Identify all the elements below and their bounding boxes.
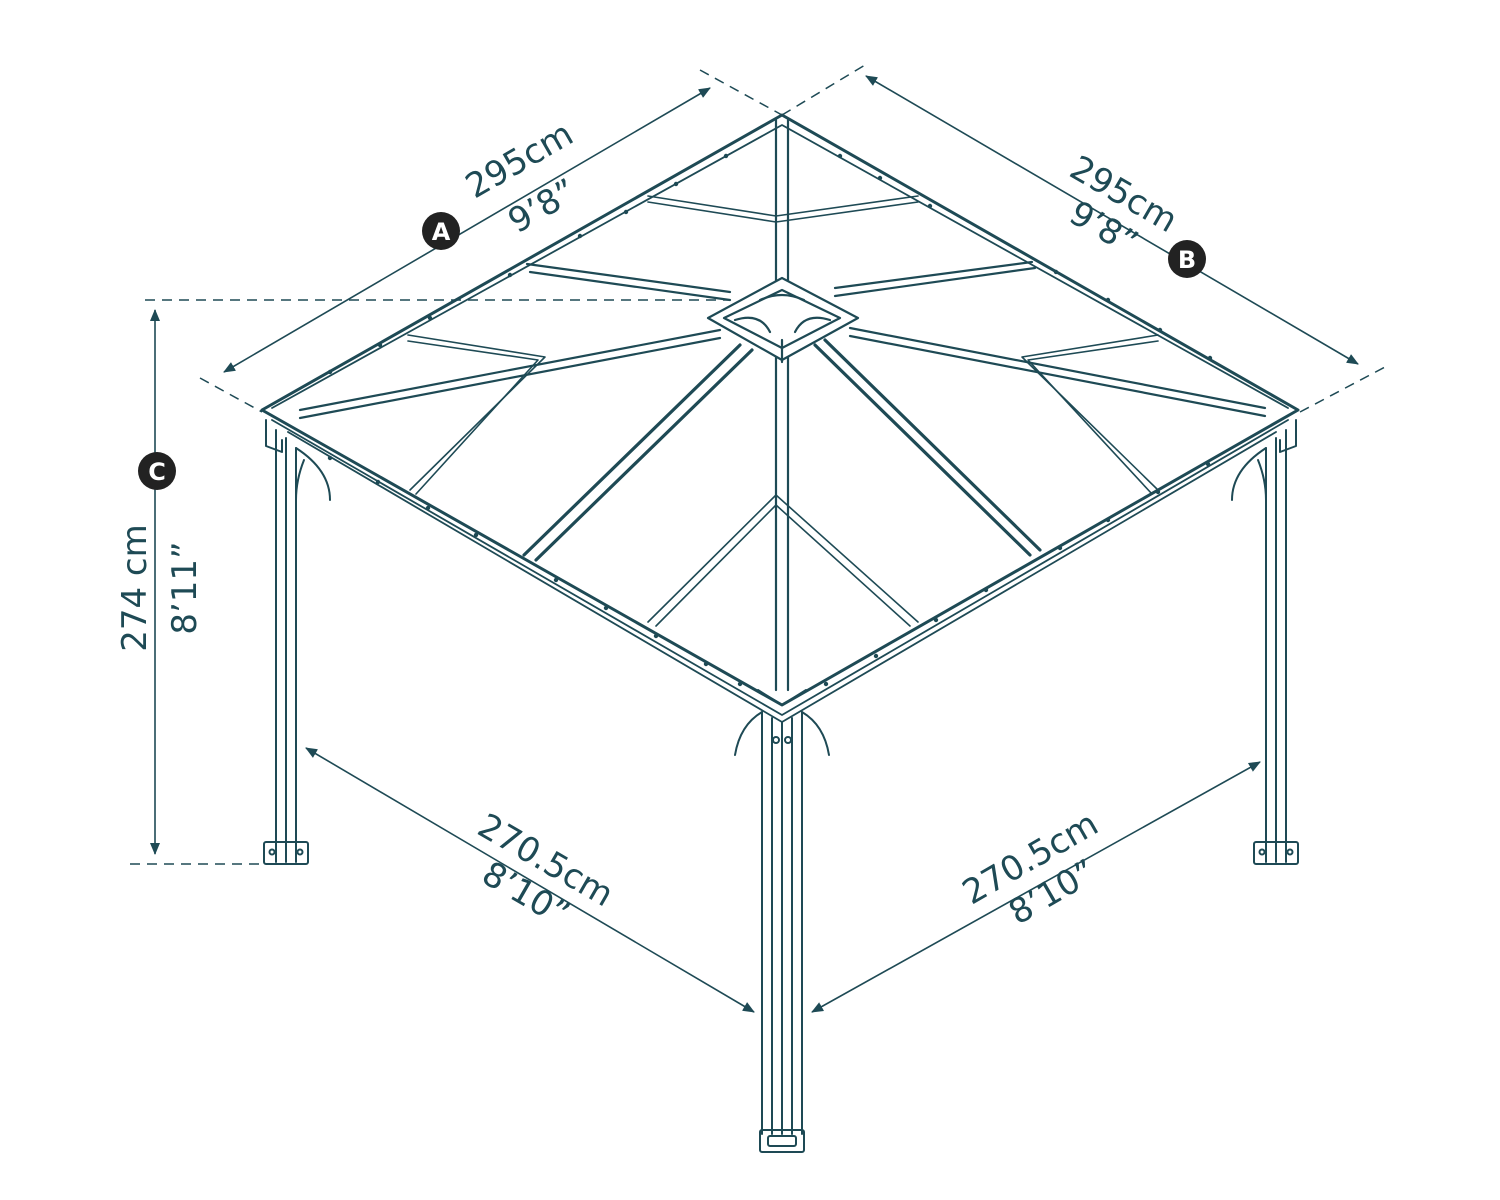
badge-b-letter: B [1178, 246, 1196, 274]
ext-line-top-right [781, 64, 866, 116]
ext-line-right [1299, 366, 1386, 413]
roof-center-hub [706, 276, 860, 364]
badge-a: A [422, 212, 460, 250]
dimension-badges: A B C [138, 212, 1206, 490]
badge-b: B [1168, 240, 1206, 278]
extension-lines [130, 64, 1386, 865]
dimension-arrow-a [223, 87, 711, 373]
dimension-arrow-front-right [811, 761, 1261, 1013]
badge-c-letter: C [148, 458, 166, 486]
label-c-imperial: 8’11” [165, 541, 205, 634]
dimension-arrow-b [865, 75, 1359, 365]
dimension-arrow-front-left [305, 747, 755, 1013]
label-c-metric: 274 cm [115, 524, 155, 652]
ext-line-top-left [699, 69, 783, 116]
front-rafters [522, 338, 1042, 562]
right-post [1231, 419, 1299, 865]
gazebo-drawing [260, 113, 1300, 1153]
ext-line-left [199, 377, 263, 413]
dimension-arrows [150, 75, 1359, 1013]
badge-c: C [138, 452, 176, 490]
left-post [263, 419, 331, 865]
badge-a-letter: A [432, 218, 451, 246]
front-post [734, 689, 830, 1153]
